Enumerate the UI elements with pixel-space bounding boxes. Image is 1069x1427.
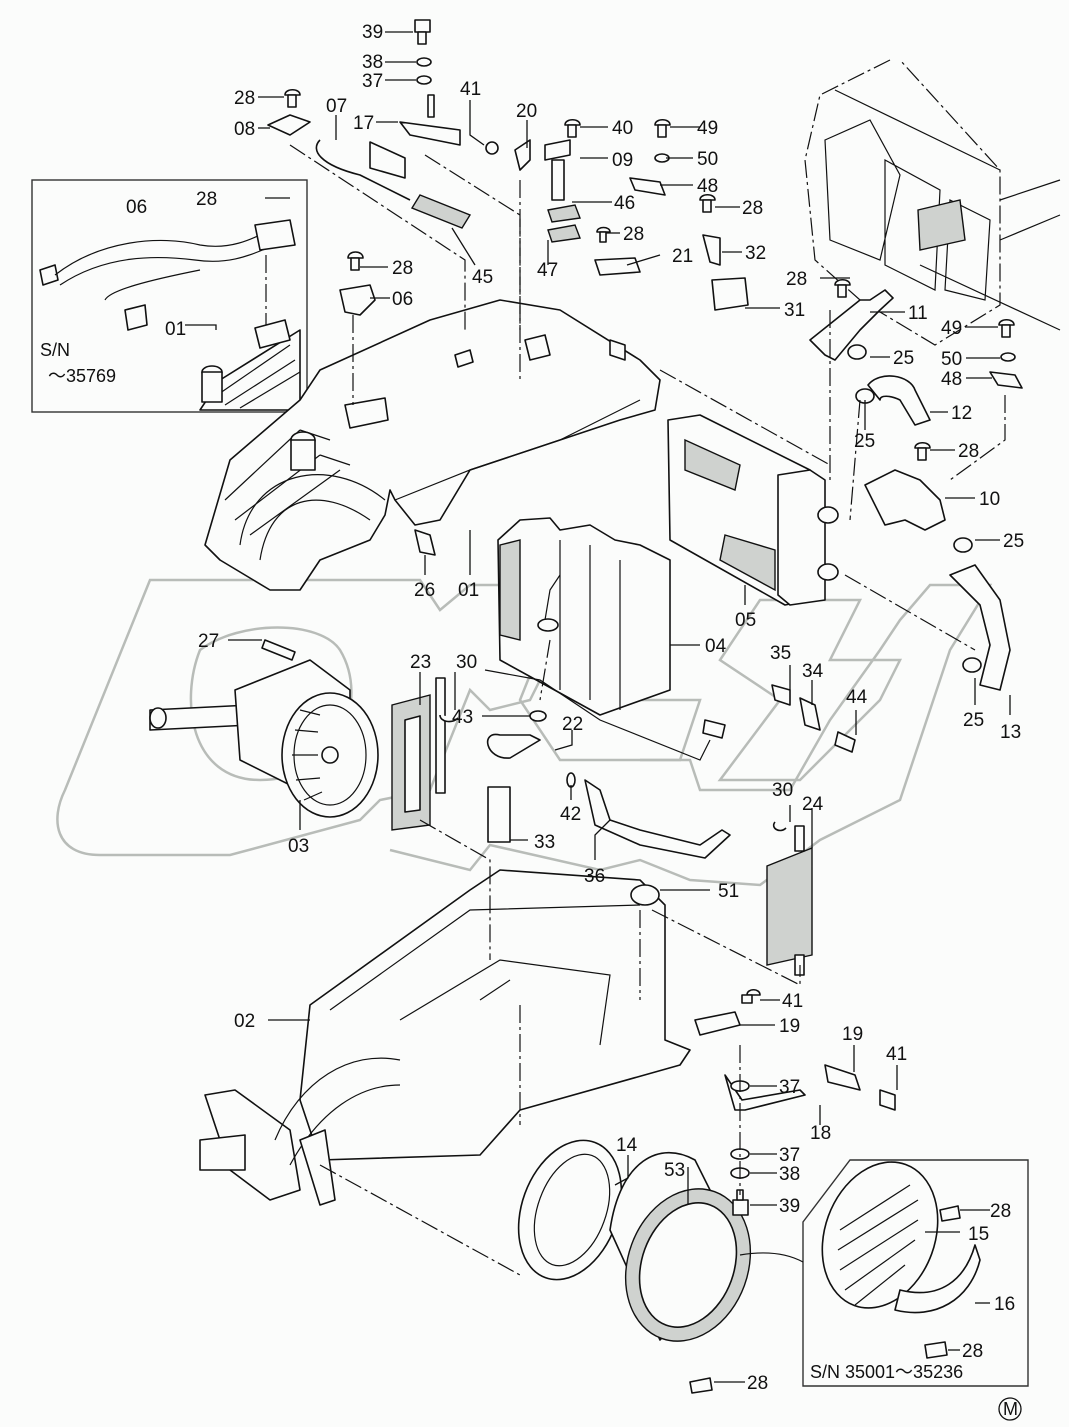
callout-28: 28 [990,1201,1011,1222]
callout-04: 04 [705,636,727,657]
callout-33: 33 [534,832,555,853]
callout-32: 32 [745,243,766,264]
callout-27: 27 [198,631,219,652]
callout-50: 50 [697,149,718,170]
filter-part-24 [766,825,813,976]
callout-28: 28 [747,1373,768,1394]
callout-44: 44 [846,687,868,708]
callout-17: 17 [353,113,374,134]
callout-28: 28 [623,224,644,245]
callout-25: 25 [893,348,914,369]
callout-53: 53 [664,1160,685,1181]
callout-34: 34 [802,661,824,682]
callout-28: 28 [962,1341,983,1362]
assembly-lines [289,144,1006,1276]
callout-31: 31 [784,300,805,321]
callout-30: 30 [456,652,477,673]
leader-lines [228,31,1011,1383]
inset-grille: S/N 35001～35236 [802,1159,1029,1387]
inset-wiring-sn-label: S/N [40,340,70,360]
callout-30: 30 [772,780,793,801]
callout-48: 48 [697,176,718,197]
callout-40: 40 [612,118,633,139]
small-hardware [261,19,1023,1394]
callout-24: 24 [802,794,824,815]
callout-28: 28 [958,441,979,462]
callout-46: 46 [614,193,635,214]
callout-06: 06 [126,197,147,218]
upper-case-part-01 [204,299,661,591]
callout-47: 47 [537,260,558,281]
callout-49: 49 [697,118,718,139]
callout-23: 23 [410,652,431,673]
lower-case-part-02 [199,869,691,1206]
callout-12: 12 [951,403,972,424]
callout-37: 37 [362,71,383,92]
callout-41: 41 [782,991,803,1012]
blower-motor-part-03 [149,659,379,818]
callout-25: 25 [854,431,875,452]
callout-18: 18 [810,1123,831,1144]
callout-15: 15 [968,1224,989,1245]
callout-28: 28 [786,269,807,290]
callout-28: 28 [742,198,763,219]
cab-location-sketch [804,59,1061,346]
callout-39: 39 [362,22,383,43]
callout-11: 11 [908,303,928,324]
callout-41: 41 [460,79,481,100]
callout-43: 43 [452,707,473,728]
callout-39: 39 [779,1196,800,1217]
callout-25: 25 [1003,531,1024,552]
callout-51: 51 [718,881,739,902]
callout-38: 38 [362,52,383,73]
evaporator-part-04 [484,517,726,761]
callout-35: 35 [770,643,791,664]
callout-36: 36 [584,866,605,887]
callout-37: 37 [779,1077,800,1098]
callout-02: 02 [234,1011,255,1032]
callout-37: 37 [779,1145,800,1166]
callout-45: 45 [472,267,493,288]
callout-10: 10 [979,489,1000,510]
callout-05: 05 [735,610,756,631]
callout-19: 19 [842,1024,863,1045]
callout-25: 25 [963,710,984,731]
callout-48: 48 [941,369,962,390]
callout-08: 08 [234,119,255,140]
inset-wiring: S/N ～35769 [31,179,308,413]
heater-core-part-05 [667,414,839,606]
callout-28: 28 [234,88,255,109]
callout-09: 09 [612,150,633,171]
callout-28: 28 [392,258,413,279]
callout-49: 49 [941,318,962,339]
callout-38: 38 [779,1164,800,1185]
callout-19: 19 [779,1016,800,1037]
callout-13: 13 [1000,722,1021,743]
callout-14: 14 [616,1135,638,1156]
inset-wiring-sn-range: ～35769 [48,366,116,386]
callout-21: 21 [672,246,693,267]
callout-03: 03 [288,836,309,857]
callout-06: 06 [392,289,413,310]
callout-28: 28 [196,189,217,210]
callout-20: 20 [516,101,537,122]
revision-mark-letter: M [1003,1399,1018,1419]
duct-part-53 [609,1151,752,1342]
callout-22: 22 [562,714,583,735]
inset-grille-sn-label: S/N 35001～35236 [810,1362,963,1382]
callout-16: 16 [994,1294,1015,1315]
callout-01: 01 [458,580,479,601]
callout-labels: 39 38 37 28 07 08 17 41 20 40 49 09 50 4… [126,22,1024,1394]
callout-50: 50 [941,349,962,370]
inset-pointer [739,1252,804,1263]
callout-26: 26 [414,580,435,601]
callout-41: 41 [886,1044,907,1065]
callout-01: 01 [165,319,186,340]
callout-42: 42 [560,804,581,825]
callout-07: 07 [326,96,347,117]
filter-part-23 [391,677,446,831]
revision-mark: M [998,1397,1022,1421]
